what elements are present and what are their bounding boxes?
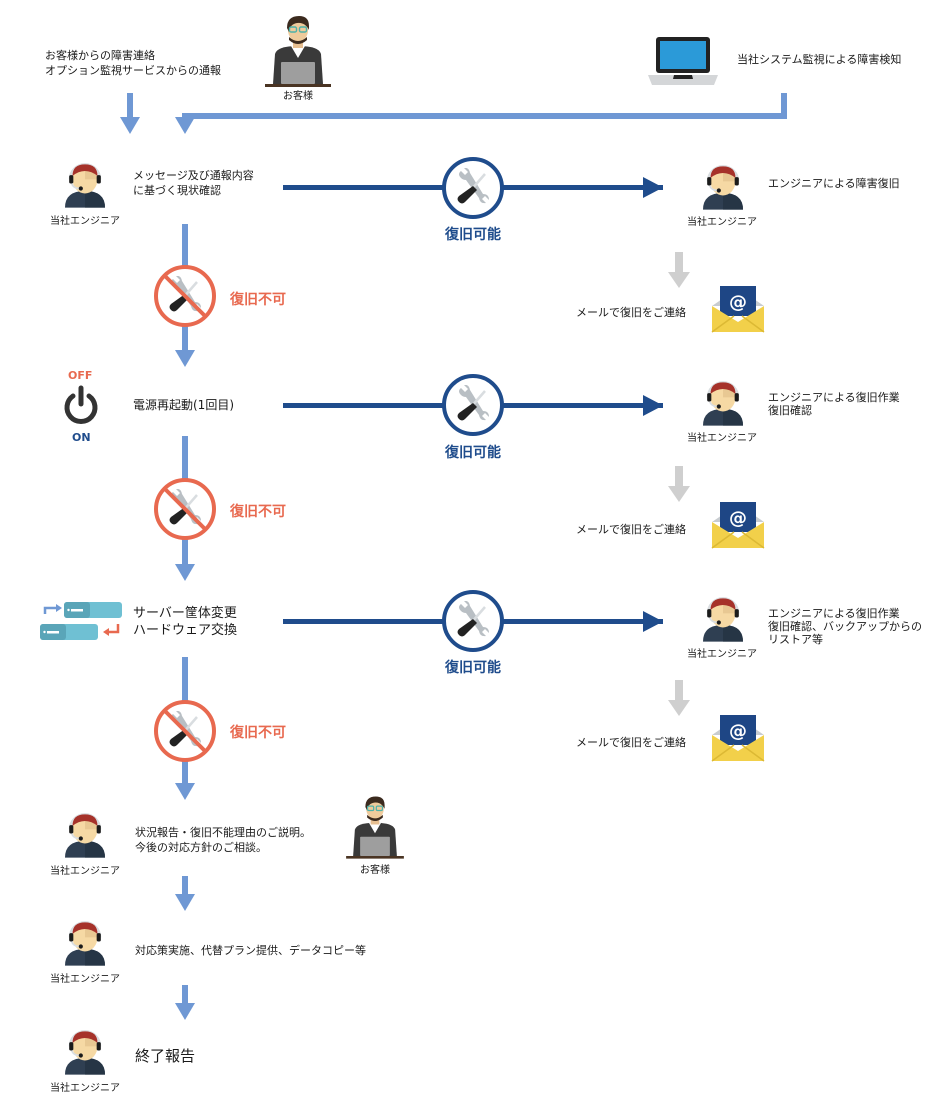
step3-ok-result: エンジニアによる復旧作業 復旧確認、バックアップからの リストア等 bbox=[768, 607, 922, 646]
step2-ng-badge bbox=[153, 477, 217, 541]
arrow-step1-mail bbox=[668, 252, 690, 288]
arrow-system-to-engineer bbox=[175, 93, 787, 134]
arrow-final-2 bbox=[175, 985, 195, 1020]
final-step2-text: 対応策実施、代替プラン提供、データコピー等 bbox=[135, 944, 366, 957]
engineer-label: 当社エンジニア bbox=[687, 433, 757, 444]
step2-ok-badge bbox=[441, 373, 505, 437]
step3-text: サーバー筐体変更 ハードウェア交換 bbox=[133, 606, 238, 638]
step1-ok-badge bbox=[441, 156, 505, 220]
engineer-icon bbox=[698, 152, 748, 214]
step3-ng-badge bbox=[153, 699, 217, 763]
step1-ok-label: 復旧可能 bbox=[445, 227, 501, 243]
engineer-icon bbox=[60, 150, 110, 212]
final-step1-text: 状況報告・復旧不能理由のご説明。 今後の対応方針のご相談。 bbox=[135, 826, 311, 854]
customer-label: お客様 bbox=[360, 865, 390, 876]
step1-ng-badge bbox=[153, 264, 217, 328]
arrow-customer-to-engineer bbox=[120, 93, 140, 134]
step2-ok-label: 復旧可能 bbox=[445, 445, 501, 461]
power-icon bbox=[63, 385, 99, 426]
engineer-label: 当社エンジニア bbox=[687, 649, 757, 660]
step3-ng-label: 復旧不可 bbox=[230, 725, 286, 741]
step1-ok-result: エンジニアによる障害復旧 bbox=[768, 177, 900, 190]
envelope-icon bbox=[710, 284, 766, 334]
engineer-icon bbox=[698, 368, 748, 430]
arrow-step2-mail bbox=[668, 466, 690, 502]
step1-text: メッセージ及び通報内容 に基づく現状確認 bbox=[133, 169, 254, 197]
customer-label: お客様 bbox=[283, 91, 313, 102]
engineer-icon bbox=[60, 908, 110, 970]
power-on-label: ON bbox=[72, 431, 91, 444]
step2-ng-label: 復旧不可 bbox=[230, 504, 286, 520]
system-detect-text: 当社システム監視による障害検知 bbox=[737, 53, 902, 66]
final-step3-text: 終了報告 bbox=[135, 1047, 196, 1065]
engineer-label: 当社エンジニア bbox=[687, 217, 757, 228]
engineer-icon bbox=[698, 584, 748, 646]
engineer-label: 当社エンジニア bbox=[50, 1083, 120, 1094]
step1-mail-text: メールで復旧をご連絡 bbox=[576, 306, 686, 319]
step2-text: 電源再起動(1回目) bbox=[133, 398, 234, 412]
step2-mail-text: メールで復旧をご連絡 bbox=[576, 523, 686, 536]
power-off-label: OFF bbox=[68, 369, 93, 382]
arrow-final-1 bbox=[175, 876, 195, 911]
customer-icon bbox=[340, 793, 410, 863]
arrow-step3-mail bbox=[668, 680, 690, 716]
envelope-icon bbox=[710, 713, 766, 763]
engineer-icon bbox=[60, 1017, 110, 1079]
envelope-icon bbox=[710, 500, 766, 550]
step1-ng-label: 復旧不可 bbox=[230, 292, 286, 308]
step3-ok-label: 復旧可能 bbox=[445, 660, 501, 676]
step3-ok-badge bbox=[441, 589, 505, 653]
customer-report-text: お客様からの障害連絡 オプション監視サービスからの通報 bbox=[45, 49, 221, 77]
laptop-icon bbox=[648, 33, 718, 87]
step3-mail-text: メールで復旧をご連絡 bbox=[576, 736, 686, 749]
server-swap-icon bbox=[40, 600, 124, 644]
engineer-icon bbox=[60, 800, 110, 862]
engineer-label: 当社エンジニア bbox=[50, 866, 120, 877]
step2-ok-result: エンジニアによる復旧作業 復旧確認 bbox=[768, 391, 900, 417]
engineer-label: 当社エンジニア bbox=[50, 974, 120, 985]
engineer-label: 当社エンジニア bbox=[50, 216, 120, 227]
customer-icon bbox=[263, 12, 333, 92]
